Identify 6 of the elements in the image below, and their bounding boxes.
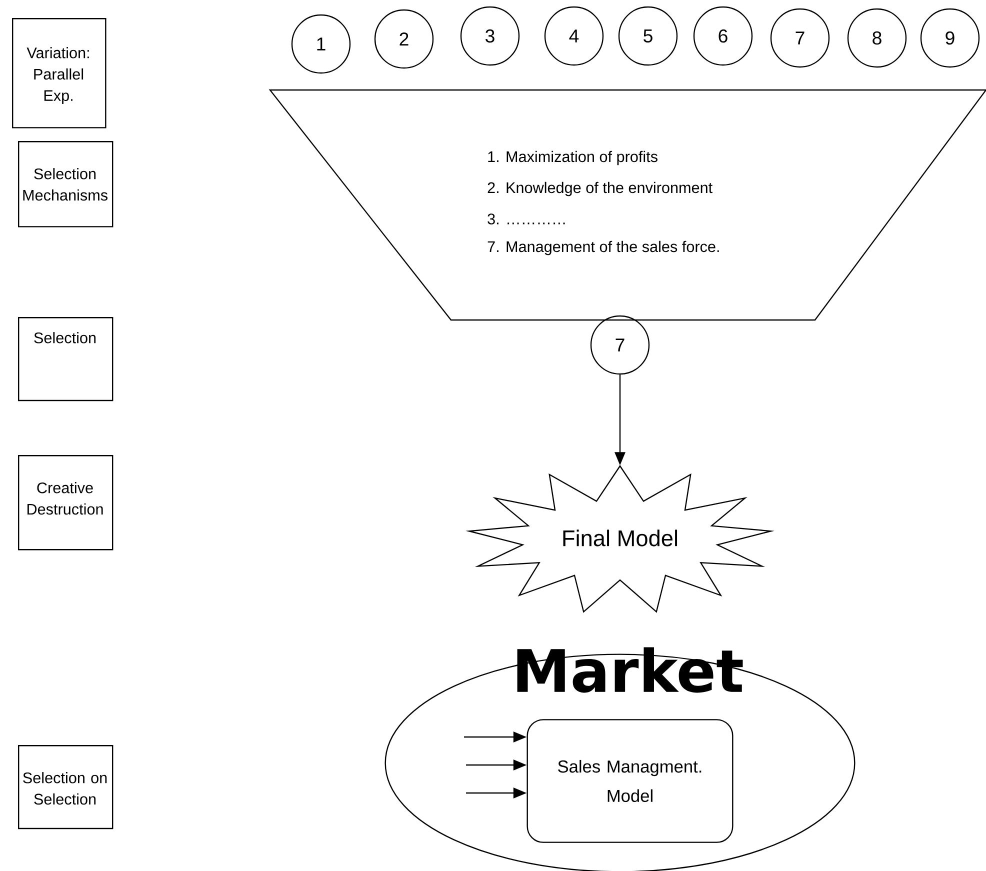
stage-box: Selection: [18, 317, 114, 402]
model-box: Sales Managment. Model: [526, 719, 734, 843]
stage-box: Selection Mechanisms: [18, 141, 114, 228]
stage-box: Selection on Selection: [18, 745, 114, 830]
stage-box: Creative Destruction: [18, 455, 114, 550]
stage-box: Variation: Parallel Exp.: [12, 18, 106, 128]
